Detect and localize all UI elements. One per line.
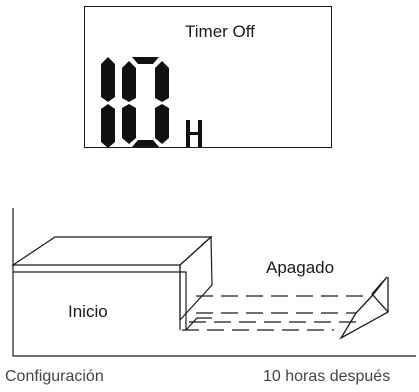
lcd-digit-one — [101, 57, 115, 148]
lcd-digits — [101, 57, 202, 148]
block-top-face — [11, 236, 213, 266]
timer-off-label: Timer Off — [185, 22, 255, 41]
inicio-label: Inicio — [68, 302, 108, 321]
lcd-digit-zero — [122, 57, 169, 147]
block-top-inner-line — [13, 271, 187, 330]
lcd-unit-h — [186, 120, 202, 147]
timer-diagram — [11, 208, 416, 357]
arrowhead-outline — [339, 276, 390, 340]
diagram-frame — [12, 208, 416, 357]
block-side-face — [179, 235, 213, 322]
timer-display-panel: Timer Off 10 H — [84, 6, 332, 148]
caption-configuracion: Configuración — [5, 368, 104, 385]
caption-after-hours: 10 horas después — [263, 368, 391, 385]
apagado-label: Apagado — [266, 258, 335, 277]
block-shadow-line — [185, 317, 212, 331]
